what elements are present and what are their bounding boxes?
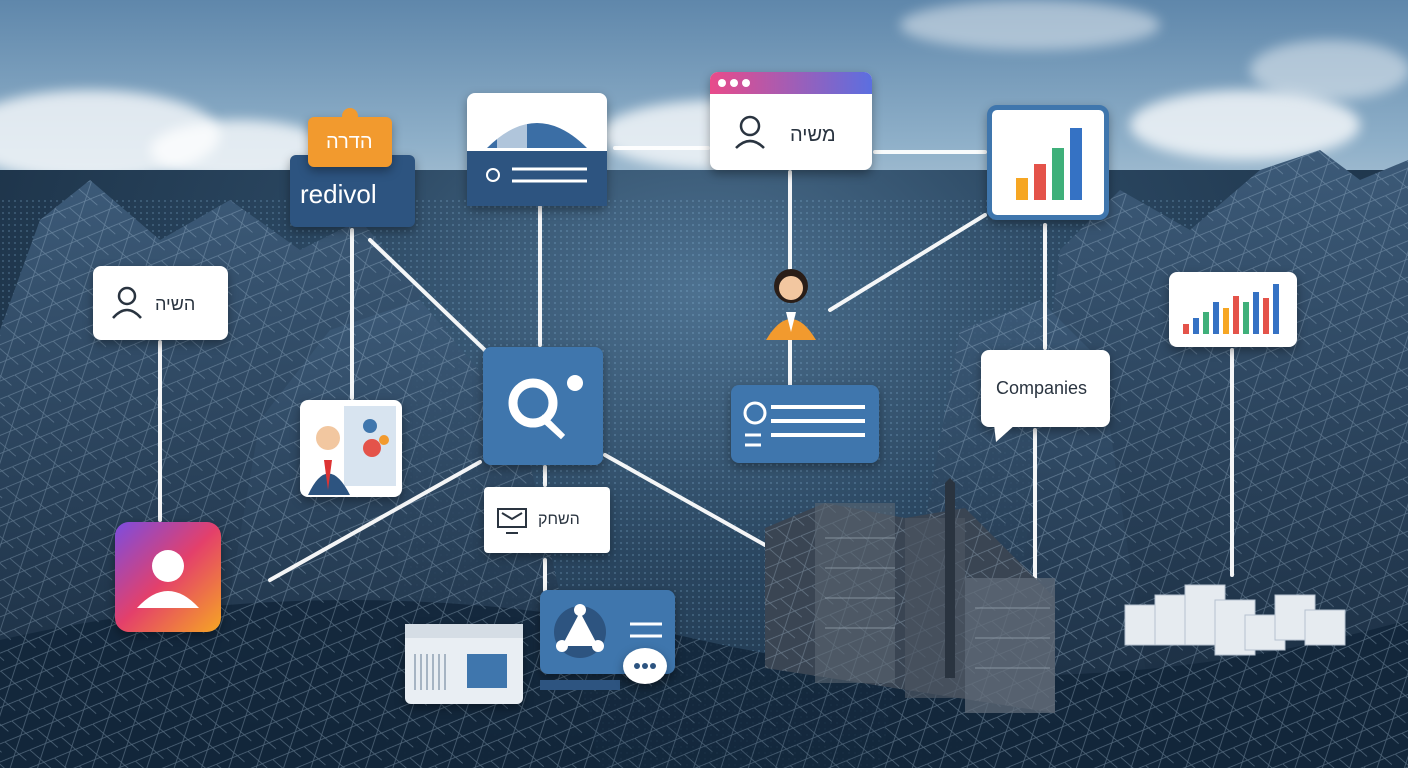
social-profile-icon[interactable] bbox=[115, 522, 221, 632]
metrics-card[interactable] bbox=[1169, 272, 1297, 347]
avatar-icon bbox=[766, 269, 816, 340]
settings-icon bbox=[308, 406, 396, 495]
chat-bubble[interactable] bbox=[623, 648, 667, 684]
companies-bubble[interactable]: Companies bbox=[981, 350, 1110, 427]
org-chart-icon bbox=[538, 604, 662, 690]
left-person-label: השיה bbox=[155, 294, 196, 314]
puzzle-icon[interactable]: הדרה bbox=[308, 117, 392, 167]
redivol-label: redivol bbox=[300, 179, 377, 209]
magnifier-icon bbox=[508, 375, 583, 440]
manager-card[interactable] bbox=[300, 400, 402, 497]
monitor-icon bbox=[497, 508, 527, 534]
landscape-icon bbox=[467, 123, 607, 206]
bar-chart-icon bbox=[1183, 284, 1279, 334]
middle-small-label: השחק bbox=[538, 511, 580, 528]
bar-chart-icon bbox=[1016, 128, 1082, 200]
id-card-icon bbox=[743, 401, 865, 447]
printer-icon bbox=[405, 624, 523, 690]
companies-label: Companies bbox=[996, 378, 1088, 398]
printer-device[interactable] bbox=[405, 624, 523, 704]
user-icon bbox=[112, 286, 142, 319]
central-search-node[interactable] bbox=[483, 347, 603, 465]
chat-icon bbox=[634, 663, 656, 669]
window-dots-icon bbox=[718, 79, 750, 87]
browser-bar bbox=[710, 72, 872, 94]
hiring-node[interactable]: redivol bbox=[290, 155, 415, 227]
org-chart-node[interactable] bbox=[538, 590, 675, 690]
analytics-card[interactable] bbox=[987, 105, 1109, 220]
building-icon bbox=[765, 478, 1055, 713]
profile-card[interactable] bbox=[467, 93, 607, 206]
bubble-tail-icon bbox=[994, 424, 1016, 442]
search-window[interactable]: משיה bbox=[710, 72, 872, 170]
puzzle-knob-icon bbox=[342, 108, 358, 122]
hiring-top-label: הדרה bbox=[326, 131, 373, 153]
user-icon bbox=[735, 115, 765, 149]
person-card[interactable]: השיה bbox=[93, 266, 228, 340]
avatar-icon bbox=[137, 550, 199, 608]
id-card-node[interactable] bbox=[731, 385, 879, 463]
person-avatar[interactable] bbox=[762, 262, 820, 340]
monitor-card[interactable]: השחק bbox=[484, 487, 610, 553]
cubes-icon bbox=[1124, 584, 1346, 656]
search-label: משיה bbox=[790, 124, 836, 146]
